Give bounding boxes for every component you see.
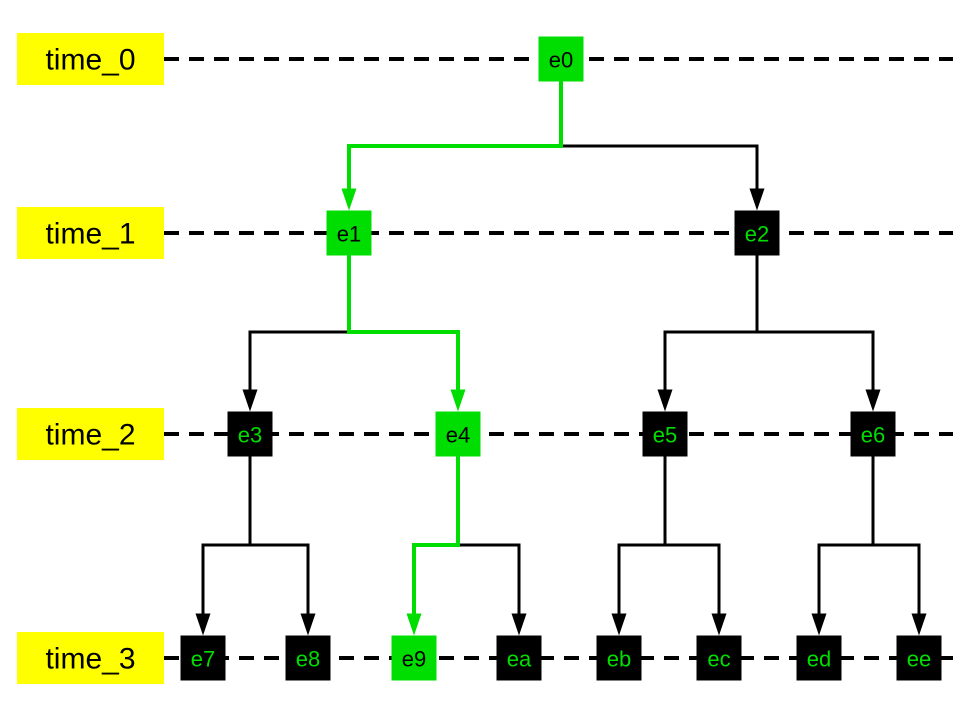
node-e0 bbox=[538, 36, 584, 82]
node-e3 bbox=[227, 411, 273, 457]
row-label-time_2-text: time_2 bbox=[45, 419, 135, 452]
edge-e6-ed bbox=[817, 456, 875, 616]
arrowhead-e2-e6 bbox=[865, 389, 881, 412]
arrowhead-e4-e9 bbox=[406, 613, 422, 636]
arrowhead-e0-e1 bbox=[341, 188, 357, 211]
node-ed-label: ed bbox=[807, 647, 831, 672]
node-e7 bbox=[180, 635, 226, 681]
arrowhead-e6-ed bbox=[811, 613, 827, 636]
row-label-time_3 bbox=[17, 632, 164, 684]
node-ea bbox=[496, 635, 542, 681]
arrowhead-e2-e5 bbox=[657, 389, 673, 412]
node-e8 bbox=[285, 635, 331, 681]
node-e9-label: e9 bbox=[402, 647, 426, 672]
node-ea-label: ea bbox=[507, 647, 532, 672]
node-e2 bbox=[734, 210, 780, 256]
edge-e1-e3 bbox=[248, 255, 351, 392]
edge-e5-eb bbox=[617, 456, 667, 616]
edge-e1-e4 bbox=[347, 255, 460, 392]
edge-e2-e5 bbox=[663, 255, 759, 392]
edge-e4-e9 bbox=[412, 456, 460, 616]
edge-e5-ec bbox=[663, 456, 721, 616]
arrowhead-e4-ea bbox=[511, 613, 527, 636]
edge-e4-ea bbox=[456, 456, 521, 616]
edge-e2-e6 bbox=[755, 255, 875, 392]
arrowhead-e5-ec bbox=[711, 613, 727, 636]
node-e4 bbox=[435, 411, 481, 457]
row-label-time_1-text: time_1 bbox=[45, 218, 135, 251]
node-e1 bbox=[326, 210, 372, 256]
node-e2-label: e2 bbox=[745, 222, 769, 247]
node-e0-label: e0 bbox=[549, 48, 573, 73]
edge-e0-e1 bbox=[347, 81, 563, 191]
arrowhead-e1-e4 bbox=[450, 389, 466, 412]
edge-e3-e7 bbox=[201, 456, 252, 616]
node-e1-label: e1 bbox=[337, 222, 361, 247]
edge-e6-ee bbox=[871, 456, 921, 616]
node-e5 bbox=[642, 411, 688, 457]
node-e5-label: e5 bbox=[653, 423, 677, 448]
node-e6 bbox=[850, 411, 896, 457]
arrowhead-e5-eb bbox=[611, 613, 627, 636]
node-ee-label: ee bbox=[907, 647, 931, 672]
arrowhead-e0-e2 bbox=[749, 188, 765, 211]
row-label-time_0-text: time_0 bbox=[45, 44, 135, 77]
node-e3-label: e3 bbox=[238, 423, 262, 448]
row-label-time_2 bbox=[17, 408, 164, 460]
edge-e3-e8 bbox=[248, 456, 310, 616]
node-e8-label: e8 bbox=[296, 647, 320, 672]
arrowhead-e6-ee bbox=[911, 613, 927, 636]
arrowhead-e1-e3 bbox=[242, 389, 258, 412]
node-ec-label: ec bbox=[707, 647, 730, 672]
row-label-time_1 bbox=[17, 207, 164, 259]
node-e7-label: e7 bbox=[191, 647, 215, 672]
edge-e0-e2 bbox=[559, 81, 759, 191]
node-ed bbox=[796, 635, 842, 681]
node-ec bbox=[696, 635, 742, 681]
row-label-time_3-text: time_3 bbox=[45, 643, 135, 676]
arrowhead-e3-e8 bbox=[300, 613, 316, 636]
node-e9 bbox=[391, 635, 437, 681]
node-e4-label: e4 bbox=[446, 423, 470, 448]
node-eb-label: eb bbox=[607, 647, 631, 672]
node-ee bbox=[896, 635, 942, 681]
arrowhead-e3-e7 bbox=[195, 613, 211, 636]
row-label-time_0 bbox=[17, 33, 164, 85]
node-e6-label: e6 bbox=[861, 423, 885, 448]
node-eb bbox=[596, 635, 642, 681]
